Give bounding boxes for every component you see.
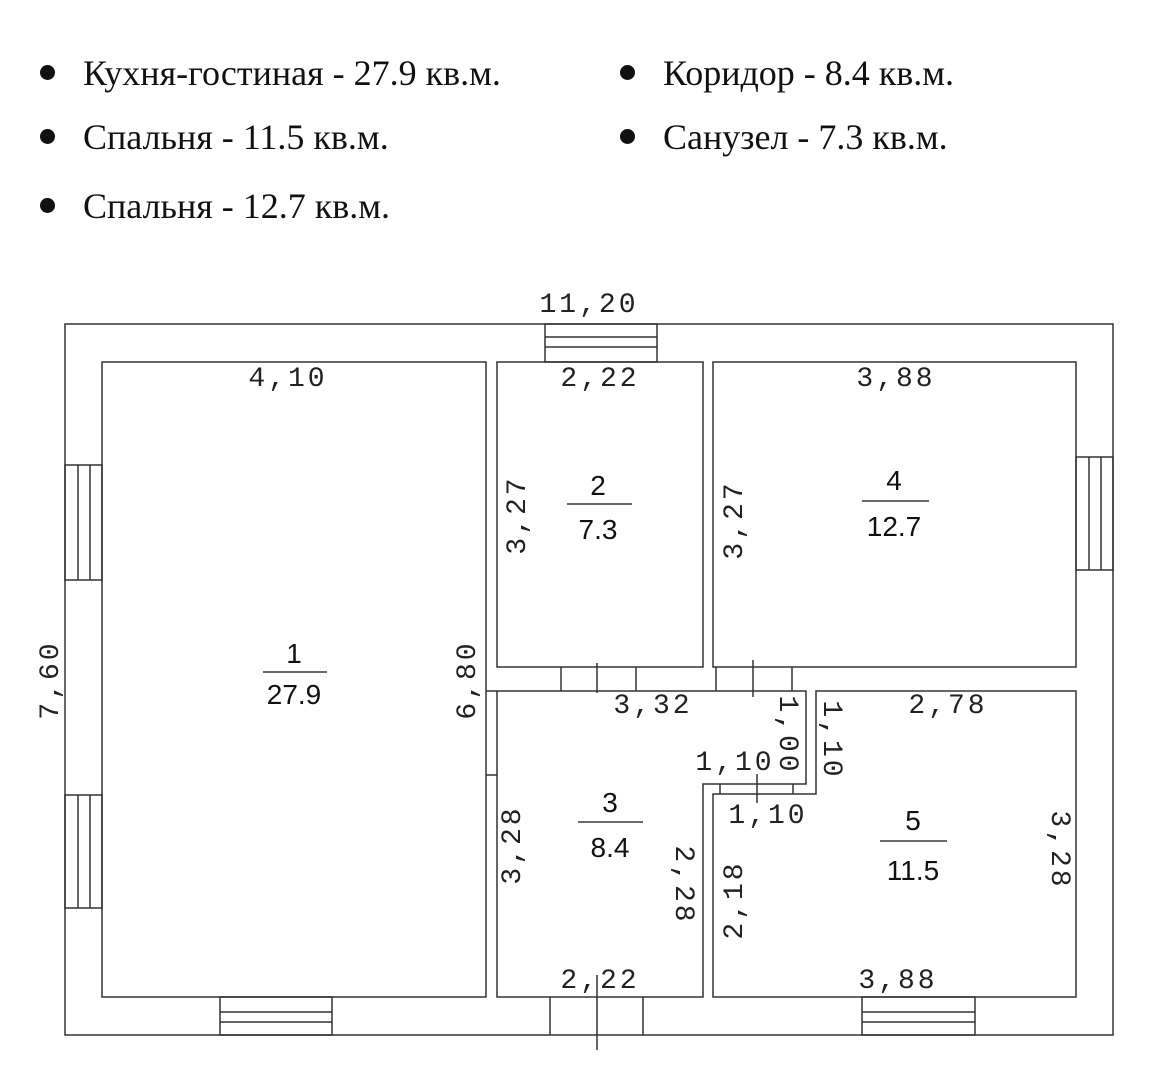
bullet-icon — [620, 65, 635, 81]
outer-wall — [64, 323, 1114, 1036]
room3-number: 3 — [602, 787, 618, 818]
entrance-door — [549, 975, 644, 1050]
room5-height-right: 3,28 — [1043, 810, 1074, 889]
room1-height: 6,80 — [453, 640, 484, 719]
window-bottom-2 — [861, 996, 976, 1036]
bullet-icon — [620, 129, 635, 145]
window-left-1 — [64, 464, 103, 581]
opening-room1 — [486, 690, 497, 776]
overall-height-label: 7,60 — [36, 640, 67, 719]
legend-item-bedroom-1: Спальня - 11.5 кв.м. — [40, 116, 389, 158]
room4-number: 4 — [886, 465, 902, 496]
room3-area: 8.4 — [591, 832, 630, 863]
door-room2 — [560, 663, 637, 693]
legend-item-bedroom-2: Спальня - 12.7 кв.м. — [40, 185, 390, 227]
overall-width-label: 11,20 — [539, 290, 638, 321]
window-left-2 — [64, 794, 103, 909]
bullet-icon — [40, 129, 55, 145]
door-room4 — [715, 660, 793, 697]
room5-number: 5 — [905, 805, 921, 836]
legend-label: Спальня - 12.7 кв.м. — [83, 186, 391, 226]
window-bottom-1 — [219, 996, 333, 1036]
room4-area: 12.7 — [867, 511, 922, 542]
room4-height: 3,27 — [720, 480, 751, 559]
room3-notch-width: 1,10 — [695, 748, 774, 779]
legend-label: Кухня-гостиная - 27.9 кв.м. — [83, 53, 501, 93]
room4-width: 3,88 — [856, 364, 935, 395]
room5-notch-width: 1,10 — [728, 801, 807, 832]
room-3 — [496, 690, 807, 998]
room3-notch-height: 1,00 — [771, 695, 802, 774]
legend-label: Коридор - 8.4 кв.м. — [663, 53, 955, 93]
room3-height-right: 2,28 — [667, 845, 698, 924]
bullet-icon — [40, 198, 55, 214]
door-room5 — [719, 774, 794, 803]
window-top — [544, 323, 658, 363]
room2-number: 2 — [590, 470, 606, 501]
room3-width-bottom: 2,22 — [560, 966, 639, 997]
room2-height: 3,27 — [503, 475, 534, 554]
room1-width: 4,10 — [248, 364, 327, 395]
room2-area: 7.3 — [579, 514, 618, 545]
room-5 — [712, 690, 1077, 998]
room3-height-left: 3,28 — [498, 805, 529, 884]
room5-area: 11.5 — [887, 855, 939, 886]
room1-number: 1 — [286, 638, 302, 669]
legend-item-kitchen: Кухня-гостиная - 27.9 кв.м. — [40, 52, 501, 94]
room5-width-top: 2,78 — [908, 691, 987, 722]
legend-label: Спальня - 11.5 кв.м. — [83, 117, 389, 157]
window-right — [1075, 456, 1114, 571]
room3-width-top: 3,32 — [613, 691, 692, 722]
bullet-icon — [40, 65, 55, 81]
room2-width: 2,22 — [560, 364, 639, 395]
room5-notch-height: 1,10 — [815, 700, 846, 779]
legend-item-corridor: Коридор - 8.4 кв.м. — [620, 52, 954, 94]
legend-label: Санузел - 7.3 кв.м. — [663, 117, 948, 157]
room5-width-bottom: 3,88 — [858, 966, 937, 997]
room5-height-left: 2,18 — [720, 860, 751, 939]
room1-area: 27.9 — [267, 679, 322, 710]
legend-item-bathroom: Санузел - 7.3 кв.м. — [620, 116, 948, 158]
